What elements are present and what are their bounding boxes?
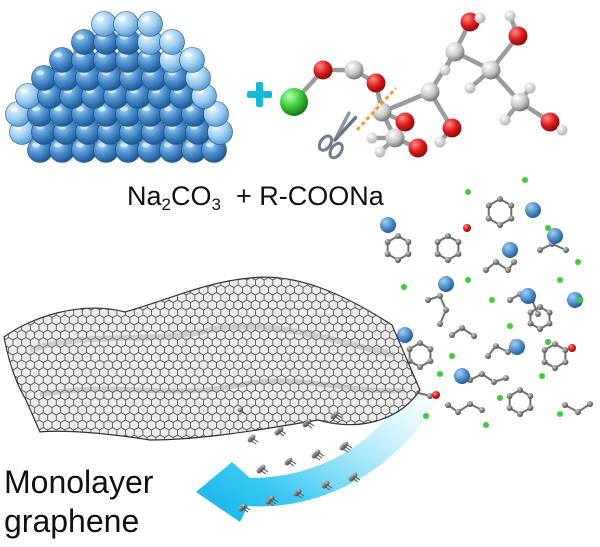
scissors-icon xyxy=(317,111,358,160)
graphene-sheet-icon xyxy=(3,276,421,441)
reactant-sodium-carbonate: Na2CO3 xyxy=(127,181,221,214)
molecule-model-icon xyxy=(280,10,568,158)
formula-plus: + xyxy=(235,181,252,211)
product-label: Monolayer graphene xyxy=(4,463,153,541)
crystal-cluster-icon xyxy=(5,11,233,163)
graphene-flakes-icon xyxy=(237,407,361,513)
curved-arrow-icon xyxy=(196,361,452,522)
product-line-2: graphene xyxy=(4,503,140,539)
reaction-formula: Na2CO3 + R-COONa xyxy=(127,181,384,214)
cut-line xyxy=(355,86,398,132)
plus-icon xyxy=(247,82,272,107)
molecular-fragments-icon xyxy=(380,177,593,428)
product-line-1: Monolayer xyxy=(4,464,154,500)
reactant-carboxylate: R-COONa xyxy=(259,181,384,211)
